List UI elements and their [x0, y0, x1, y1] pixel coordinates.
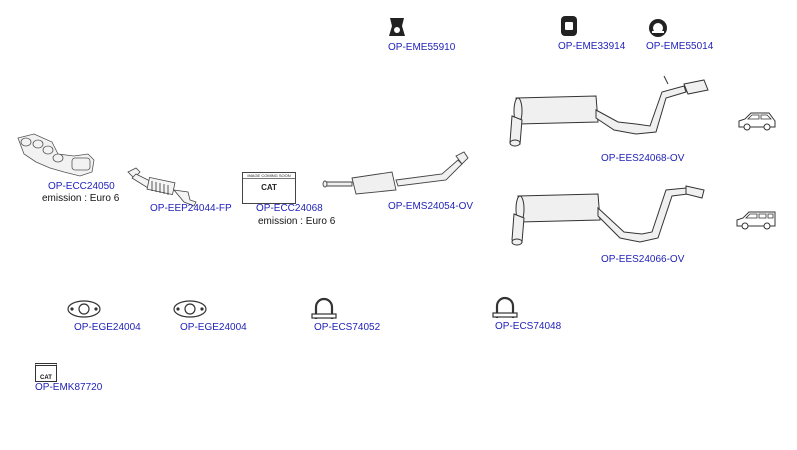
rubber-mounting-icon[interactable] [388, 16, 406, 38]
hatchback-car-icon [738, 112, 776, 131]
emission-note: emission : Euro 6 [42, 193, 120, 204]
part-code-link[interactable]: OP-EEP24044-FP [150, 203, 232, 214]
part-code-link[interactable]: OP-EES24066-OV [601, 254, 685, 265]
part-code-link[interactable]: OP-EGE24004 [180, 322, 247, 333]
exhaust-clamp-icon[interactable] [492, 294, 518, 320]
part-code-link[interactable]: OP-EME33914 [558, 41, 626, 52]
gasket-icon[interactable] [172, 299, 208, 319]
rubber-hanger-icon[interactable] [558, 14, 580, 38]
rubber-ring-mounting-icon[interactable] [648, 18, 668, 38]
part-code-link[interactable]: OP-ECC24050 [48, 181, 115, 192]
rear-silencer-icon[interactable] [506, 180, 718, 256]
image-coming-soon-placeholder[interactable]: IMAGE COMING SOON CAT [242, 172, 296, 204]
middle-silencer-icon[interactable] [322, 151, 472, 200]
exhaust-clamp-icon[interactable] [311, 295, 337, 321]
part-code-link[interactable]: OP-EME55014 [646, 41, 714, 52]
flexi-pipe-icon[interactable] [126, 166, 200, 207]
part-code-link[interactable]: OP-ECS74052 [314, 322, 381, 333]
rear-silencer-icon[interactable] [506, 75, 718, 154]
fitting-kit-label: CAT [40, 375, 52, 381]
gasket-icon[interactable] [66, 299, 102, 319]
part-code-link[interactable]: OP-EGE24004 [74, 322, 141, 333]
part-code-link[interactable]: OP-EMK87720 [35, 382, 103, 393]
emission-note: emission : Euro 6 [258, 216, 336, 227]
part-code-link[interactable]: OP-ECC24068 [256, 203, 323, 214]
estate-car-icon [736, 211, 776, 230]
part-code-link[interactable]: OP-EES24068-OV [601, 153, 685, 164]
placeholder-label: CAT [261, 183, 277, 192]
part-code-link[interactable]: OP-EME55910 [388, 42, 456, 53]
fitting-kit-icon[interactable]: CAT [35, 363, 57, 382]
part-code-link[interactable]: OP-ECS74048 [495, 321, 562, 332]
placeholder-caption: IMAGE COMING SOON [243, 173, 295, 179]
catalytic-converter-manifold-icon[interactable] [14, 132, 98, 182]
part-code-link[interactable]: OP-EMS24054-OV [388, 201, 474, 212]
